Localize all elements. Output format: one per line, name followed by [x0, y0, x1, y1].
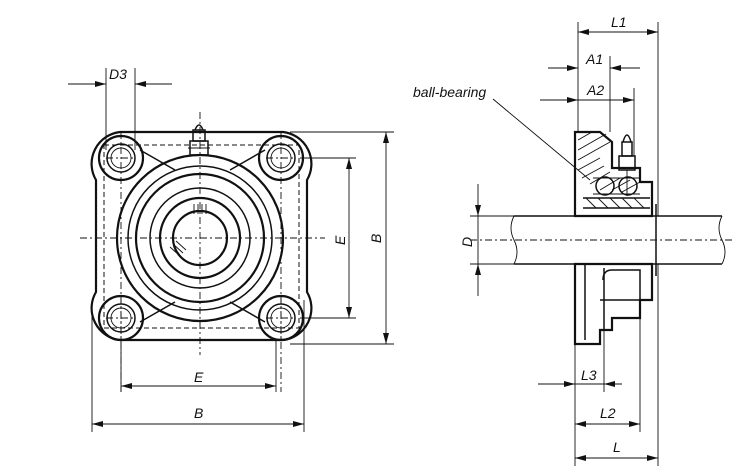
housing-relief	[103, 144, 300, 329]
label-b-horizontal: B	[194, 405, 203, 421]
dimension-b-horizontal: B	[91, 300, 305, 432]
dimension-a1: A1	[548, 51, 640, 132]
ball-bearing-callout: ball-bearing	[413, 84, 591, 181]
dimension-b-vertical: B	[290, 131, 394, 345]
shaft	[470, 215, 735, 265]
side-view: ball-bearing L1 A1 A2	[413, 14, 735, 466]
set-screw-side	[169, 240, 187, 257]
dimension-e-horizontal: E	[120, 340, 277, 392]
label-e-horizontal: E	[194, 369, 204, 385]
grease-nipple-side	[618, 134, 636, 196]
label-l: L	[613, 439, 621, 455]
housing-lower	[573, 204, 658, 346]
label-a1: A1	[585, 51, 603, 67]
label-d3: D3	[109, 66, 127, 82]
label-l3: L3	[581, 367, 597, 383]
label-l1: L1	[611, 14, 627, 30]
dimension-l1: L1	[577, 14, 659, 216]
housing-section-upper	[573, 130, 654, 218]
dimension-e-vertical: E	[300, 157, 356, 319]
flange-web	[139, 149, 266, 323]
ball	[595, 176, 615, 196]
ball	[618, 176, 638, 196]
label-ball-bearing: ball-bearing	[413, 84, 486, 100]
dimension-a2: A2	[540, 82, 635, 156]
dimension-d3: D3	[68, 66, 172, 150]
set-screw-top	[193, 204, 207, 214]
dimension-l3: L3	[538, 330, 622, 392]
dimension-l2: L2	[574, 318, 641, 466]
label-b-vertical: B	[368, 234, 384, 243]
dimension-l: L	[575, 264, 659, 466]
grease-nipple-front	[188, 124, 210, 156]
label-a2: A2	[586, 82, 604, 98]
label-e-vertical: E	[332, 235, 348, 245]
label-l2: L2	[600, 405, 616, 421]
dimension-d: D	[459, 184, 514, 296]
front-view: D3 E B E	[68, 66, 394, 432]
label-d: D	[459, 237, 475, 247]
